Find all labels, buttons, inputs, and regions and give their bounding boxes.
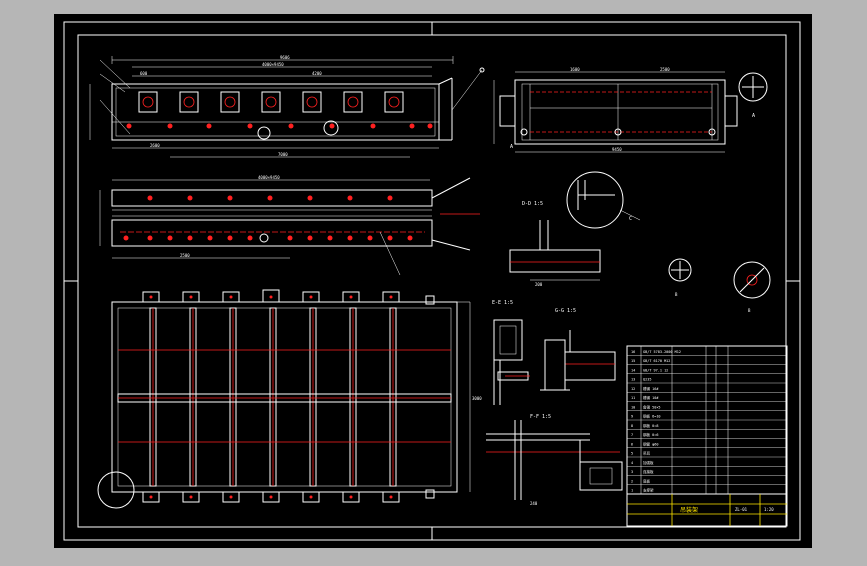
front-elevation-view: 9606 4000×9450 4200 600 [89,55,485,158]
parts-row-number: 12 [631,387,635,391]
view-label-b2: B [748,308,751,313]
parts-row-number: 15 [631,359,635,363]
section-f-label: F-F 1:5 [530,414,551,420]
dim-top-overall: 9606 [280,55,290,60]
parts-row-text: 槽钢 10# [643,395,659,400]
parts-row-text: GB/T 6170 M12 [643,359,670,363]
dim-top-lower1: 2600 [150,143,160,148]
dim-plan-height: 3000 [472,396,482,401]
dim-top-left: 4200 [312,71,322,76]
parts-row-number: 2 [631,479,633,483]
detail-label-a: A [752,113,755,119]
section-f-f: F-F 1:5 240 [486,414,623,506]
parts-row-text: GB/T 97.1 12 [643,368,668,372]
parts-row-number: 7 [631,433,633,437]
parts-row-text: 钢板 δ=8 [643,423,658,428]
parts-row-text: 槽钢 16# [643,386,659,391]
parts-row-text: 钢管 φ60 [643,441,658,446]
parts-row-text: 吊耳 [643,451,651,456]
parts-row-text: 钢板 δ=6 [643,432,658,437]
title-block-title: 吊装架 [680,506,698,514]
title-block-drawing-no: ZL-01 [735,507,748,512]
title-block-scale: 1:20 [764,507,774,512]
section-g-g: G-G 1:5 [540,308,616,391]
drawing-sheet [54,14,812,548]
parts-row-text: 角钢 50×5 [643,404,661,409]
top-plan-view: 4000×9450 2500 [99,175,480,276]
parts-row-text: 底板 [643,478,651,483]
view-label-c: C [629,216,632,222]
section-g-label: G-G 1:5 [555,308,576,314]
side-elevation-view: 1600 2500 9450 A A [493,67,768,153]
dim-side-overall: 9450 [612,147,622,152]
parts-row-number: 5 [631,452,633,456]
section-d-label: D-D 1:5 [522,201,543,207]
dim-detail-a: 200 [535,282,543,287]
parts-row-number: 10 [631,405,635,409]
parts-row-text: 支撑架 [643,488,654,493]
dim-mid-overall: 4000×9450 [258,175,280,180]
parts-row-number: 8 [631,424,633,428]
parts-row-text: 加强板 [643,460,654,465]
parts-row-text: 连接板 [643,469,654,474]
dim-top-mid: 4000×9450 [262,62,284,67]
parts-row-number: 14 [631,368,635,372]
parts-row-number: 4 [631,461,633,465]
frame-plan-view: 3000 [97,289,482,509]
parts-row-number: 13 [631,378,635,382]
parts-row-text: 钢板 δ=10 [643,414,661,419]
dim-detail-b: 240 [530,501,538,506]
parts-row-number: 16 [631,350,635,354]
parts-row-number: 11 [631,396,635,400]
dim-side-a: 1600 [570,67,580,72]
view-label-a: A [510,144,513,150]
dim-top-seg: 600 [140,71,148,76]
parts-row-number: 3 [631,470,633,474]
title-block: 吊装架 ZL-01 1:20 [626,493,788,527]
section-e-e: E-E 1:5 [492,300,530,405]
view-label-b: B [675,292,678,297]
parts-row-number: 9 [631,415,633,419]
parts-row-number: 1 [631,489,633,493]
dim-top-lower2: 7000 [278,152,288,157]
section-e-label: E-E 1:5 [492,300,513,306]
parts-row-text: Q235 [643,378,651,382]
parts-row-text: GB/T 5783-2000 M12 [643,350,681,354]
dim-mid-lower: 2500 [180,253,190,258]
section-d-d: D-D 1:5 200 C B B [509,171,771,313]
dim-side-c: 2500 [660,67,670,72]
parts-row-number: 6 [631,442,633,446]
